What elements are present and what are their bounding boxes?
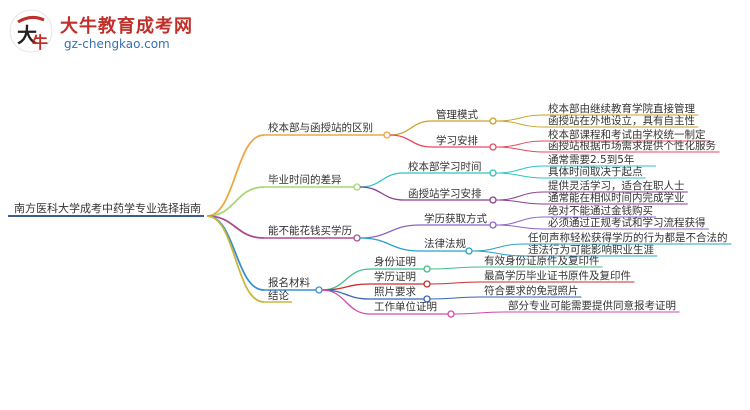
connector bbox=[495, 146, 545, 153]
svg-text:大: 大 bbox=[17, 23, 37, 47]
connector bbox=[321, 289, 371, 315]
leaf-node: 必须通过正规考试和学习流程获得 bbox=[548, 216, 706, 229]
leaf-node: 有效身份证原件及复印件 bbox=[484, 254, 600, 267]
leaf-node: 函授站在外地设立，具有自主性 bbox=[548, 114, 695, 127]
leaf-node: 部分专业可能需要提供同意报考证明 bbox=[508, 299, 676, 312]
connector bbox=[389, 134, 433, 148]
node-handle[interactable] bbox=[447, 310, 455, 318]
subbranch-node: 工作单位证明 bbox=[374, 300, 437, 313]
subbranch-node: 管理模式 bbox=[436, 108, 478, 121]
node-handle[interactable] bbox=[423, 280, 431, 288]
connector bbox=[495, 165, 545, 174]
leaf-node: 最高学历毕业证书原件及复印件 bbox=[484, 269, 631, 282]
brand-domain: gz-chengkao.com bbox=[64, 37, 170, 51]
leaf-node: 符合要求的免冠照片 bbox=[484, 284, 579, 297]
connector bbox=[429, 281, 481, 285]
connector bbox=[359, 186, 405, 201]
connector bbox=[495, 191, 545, 201]
branch-node: 报名材料 bbox=[268, 276, 310, 289]
connector bbox=[453, 311, 505, 315]
connector bbox=[495, 199, 545, 205]
root-node: 南方医科大学成考中药学专业选择指南 bbox=[14, 201, 201, 215]
branch-node: 毕业时间的差异 bbox=[268, 173, 342, 186]
leaf-node: 提供灵活学习，适合在职人士 bbox=[548, 179, 685, 192]
leaf-node: 绝对不能通过金钱购买 bbox=[548, 204, 653, 217]
node-handle[interactable] bbox=[489, 169, 497, 177]
connector bbox=[206, 215, 265, 239]
connector bbox=[321, 283, 371, 291]
node-handle[interactable] bbox=[353, 183, 361, 191]
leaf-node: 通常需要2.5到5年 bbox=[548, 153, 634, 166]
subbranch-node: 学历获取方式 bbox=[424, 212, 487, 225]
subbranch-node: 身份证明 bbox=[374, 255, 416, 268]
connector bbox=[471, 243, 525, 252]
subbranch-node: 校本部学习时间 bbox=[408, 160, 482, 173]
connector bbox=[389, 120, 433, 136]
leaf-node: 校本部由继续教育学院直接管理 bbox=[548, 102, 695, 115]
connector bbox=[359, 172, 405, 188]
logo-mark-icon: 大 牛 bbox=[9, 9, 53, 53]
node-handle[interactable] bbox=[489, 221, 497, 229]
subbranch-node: 学历证明 bbox=[374, 270, 416, 283]
node-handle[interactable] bbox=[489, 143, 497, 151]
connector bbox=[495, 172, 545, 179]
connector bbox=[429, 266, 481, 270]
leaf-node: 任何声称轻松获得学历的行为都是不合法的 bbox=[528, 231, 728, 244]
leaf-node: 具体时间取决于起点 bbox=[548, 165, 643, 178]
connector bbox=[495, 140, 545, 148]
leaf-node: 函授站根据市场需求提供个性化服务 bbox=[548, 139, 716, 152]
subbranch-node: 法律法规 bbox=[424, 237, 466, 250]
leaf-node: 违法行为可能影响职业生涯 bbox=[528, 243, 654, 256]
node-handle[interactable] bbox=[489, 196, 497, 204]
connector bbox=[495, 224, 545, 230]
brand-name: 大牛教育成考网 bbox=[60, 16, 193, 37]
node-handle[interactable] bbox=[423, 265, 431, 273]
branch-node: 校本部与函授站的区别 bbox=[268, 121, 373, 134]
connector bbox=[495, 216, 545, 226]
connector bbox=[206, 134, 265, 217]
connector bbox=[206, 186, 265, 217]
node-handle[interactable] bbox=[315, 286, 323, 294]
leaf-node: 通常能在相似时间内完成学业 bbox=[548, 191, 685, 204]
leaf-node: 校本部课程和考试由学校统一制定 bbox=[548, 128, 706, 141]
connector bbox=[495, 120, 545, 128]
connector bbox=[359, 237, 421, 252]
connector bbox=[206, 215, 265, 303]
connector bbox=[471, 250, 525, 257]
subbranch-node: 照片要求 bbox=[374, 285, 416, 298]
node-handle[interactable] bbox=[489, 117, 497, 125]
subbranch-node: 学习安排 bbox=[436, 134, 478, 147]
connector bbox=[359, 224, 421, 239]
subbranch-node: 函授站学习安排 bbox=[408, 187, 482, 200]
node-handle[interactable] bbox=[353, 234, 361, 242]
site-logo[interactable]: 大 牛 大牛教育成考网 gz-chengkao.com bbox=[8, 8, 208, 58]
node-handle[interactable] bbox=[383, 131, 391, 139]
branch-node: 能不能花钱买学历 bbox=[268, 224, 352, 237]
connector bbox=[429, 296, 481, 300]
node-handle[interactable] bbox=[465, 247, 473, 255]
connector bbox=[495, 114, 545, 122]
branch-node: 结论 bbox=[268, 289, 289, 302]
svg-text:牛: 牛 bbox=[32, 33, 48, 52]
